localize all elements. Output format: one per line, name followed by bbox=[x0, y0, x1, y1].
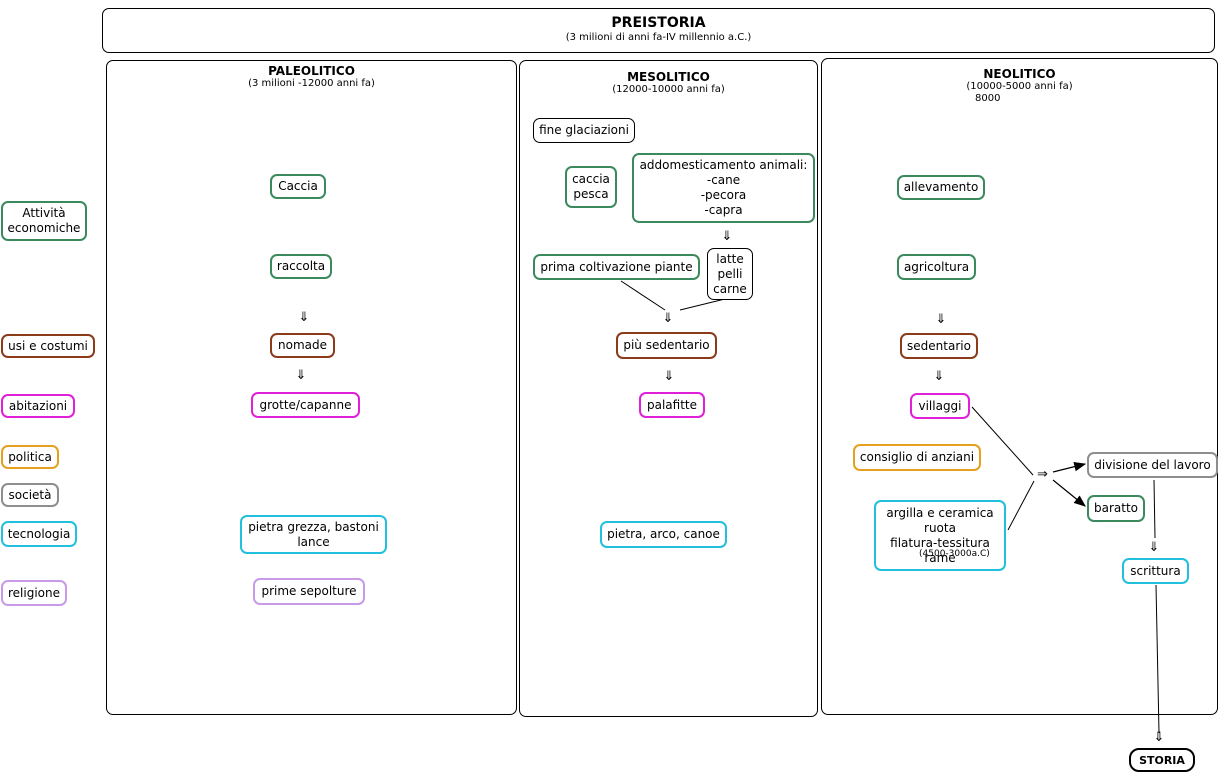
node-consiglio[interactable]: consiglio di anziani bbox=[853, 444, 981, 471]
page-subtitle: (3 milioni di anni fa-IV millennio a.C.) bbox=[565, 32, 752, 43]
caccia-pesca-label: caccia pesca bbox=[572, 172, 610, 201]
node-agricoltura[interactable]: agricoltura bbox=[897, 254, 976, 280]
line-to-divisione bbox=[1052, 461, 1087, 473]
line-coltivazione bbox=[620, 280, 666, 311]
node-sepolture[interactable]: prime sepolture bbox=[253, 578, 365, 605]
node-coltivazione[interactable]: prima coltivazione piante bbox=[533, 254, 700, 280]
node-latte[interactable]: latte pelli carne bbox=[707, 248, 753, 300]
arrow-agricoltura-sedentario: ⇓ bbox=[935, 312, 947, 327]
latte-label: latte pelli carne bbox=[713, 251, 747, 296]
legend-religione[interactable]: religione bbox=[1, 580, 67, 606]
node-caccia[interactable]: Caccia bbox=[270, 174, 326, 199]
node-caccia-pesca[interactable]: caccia pesca bbox=[565, 166, 617, 208]
line-latte bbox=[679, 297, 730, 311]
header-box: PREISTORIA (3 milioni di anni fa-IV mill… bbox=[102, 8, 1215, 53]
legend-tecnologia[interactable]: tecnologia bbox=[1, 521, 77, 547]
arrow-to-sedentario-meso: ⇓ bbox=[662, 311, 674, 326]
node-baratto[interactable]: baratto bbox=[1087, 495, 1145, 522]
neo-tecnologia-date: (4500-3000a.C) bbox=[919, 549, 990, 559]
paleolitico-panel: PALEOLITICO (3 milioni -12000 anni fa) bbox=[106, 60, 517, 715]
arrow-animali-latte: ⇓ bbox=[721, 229, 733, 244]
node-scrittura[interactable]: scrittura bbox=[1122, 558, 1189, 584]
line-scrittura-storia bbox=[1155, 584, 1160, 734]
arrow-raccolta-nomade: ⇓ bbox=[298, 310, 310, 325]
arrow-scrittura-storia: ⇓ bbox=[1153, 730, 1165, 745]
node-villaggi[interactable]: villaggi bbox=[910, 393, 970, 419]
line-to-baratto bbox=[1052, 479, 1086, 507]
node-paleo-tecnologia[interactable]: pietra grezza, bastoni lance bbox=[240, 515, 387, 554]
paleo-tecnologia-label: pietra grezza, bastoni lance bbox=[248, 519, 379, 549]
legend-politica[interactable]: politica bbox=[1, 445, 59, 469]
arrow-nomade-grotte: ⇓ bbox=[295, 368, 307, 383]
neolitico-panel: NEOLITICO (10000-5000 anni fa) 8000 bbox=[821, 58, 1218, 715]
neolitico-subtitle: (10000-5000 anni fa) bbox=[966, 81, 1073, 92]
node-palafitte[interactable]: palafitte bbox=[639, 392, 705, 418]
node-neo-tecnologia[interactable]: argilla e ceramica ruota filatura-tessit… bbox=[874, 500, 1006, 571]
node-grotte[interactable]: grotte/capanne bbox=[251, 392, 360, 418]
legend-abitazioni[interactable]: abitazioni bbox=[1, 394, 75, 418]
legend-attivita[interactable]: Attività economiche bbox=[1, 201, 87, 241]
line-villaggi bbox=[971, 406, 1034, 476]
neo-tecnologia-label: argilla e ceramica ruota filatura-tessit… bbox=[886, 505, 994, 565]
legend-societa[interactable]: società bbox=[1, 483, 59, 507]
node-storia[interactable]: STORIA bbox=[1129, 748, 1195, 772]
node-divisione[interactable]: divisione del lavoro bbox=[1087, 452, 1218, 478]
legend-usi[interactable]: usi e costumi bbox=[1, 334, 95, 358]
node-meso-tecnologia[interactable]: pietra, arco, canoe bbox=[600, 521, 727, 548]
paleolitico-subtitle: (3 milioni -12000 anni fa) bbox=[248, 78, 375, 89]
node-animali[interactable]: addomesticamento animali: -cane -pecora … bbox=[632, 153, 815, 223]
line-divisione-scrittura bbox=[1153, 479, 1156, 539]
node-piu-sedentario[interactable]: più sedentario bbox=[616, 332, 717, 359]
page-title: PREISTORIA bbox=[611, 15, 706, 31]
node-sedentario[interactable]: sedentario bbox=[900, 333, 978, 359]
node-allevamento[interactable]: allevamento bbox=[897, 175, 985, 200]
mesolitico-subtitle: (12000-10000 anni fa) bbox=[612, 84, 725, 95]
arrow-divisione-scrittura: ⇓ bbox=[1148, 540, 1160, 555]
arrow-sedentario-palafitte: ⇓ bbox=[663, 369, 675, 384]
node-glaciazioni[interactable]: fine glaciazioni bbox=[533, 118, 635, 143]
implies-arrow: ⇒ bbox=[1037, 467, 1048, 482]
neolitico-title: NEOLITICO bbox=[983, 67, 1056, 81]
line-tecnologia bbox=[1007, 480, 1035, 531]
node-raccolta[interactable]: raccolta bbox=[270, 254, 332, 279]
mesolitico-title: MESOLITICO bbox=[627, 70, 710, 84]
node-nomade[interactable]: nomade bbox=[270, 333, 335, 358]
animali-label: addomesticamento animali: -cane -pecora … bbox=[639, 158, 808, 217]
neolitico-subtitle-2: 8000 bbox=[975, 93, 1001, 104]
paleolitico-title: PALEOLITICO bbox=[268, 64, 355, 78]
legend-attivita-label: Attività economiche bbox=[7, 206, 81, 235]
arrow-sedentario-villaggi: ⇓ bbox=[933, 369, 945, 384]
